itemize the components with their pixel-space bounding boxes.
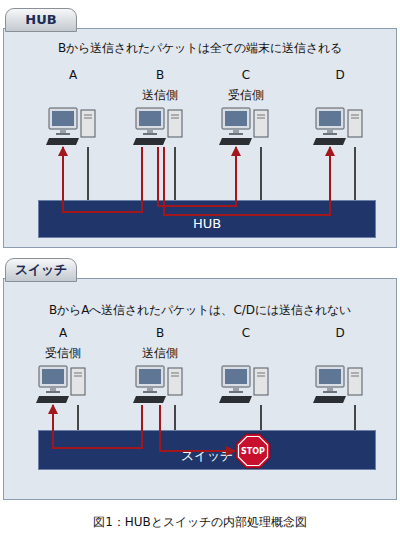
computer-icon (132, 107, 188, 147)
computer-icon (218, 107, 274, 147)
terminal-role: 受信側 (25, 343, 101, 363)
panel-tab: HUB (5, 8, 77, 32)
stop-text: STOP (235, 433, 271, 469)
terminal-labels: D (302, 323, 378, 365)
terminal-labels: C受信側 (208, 65, 284, 107)
panel-description: BからAへ送信されたパケットは、C/Dには送信されない (3, 302, 397, 318)
terminal-pc: D (312, 65, 368, 147)
terminal-role: 送信側 (122, 343, 198, 363)
terminal-pc: B送信側 (132, 65, 188, 147)
figure-caption: 図1：HUBとスイッチの内部処理概念図 (0, 514, 400, 530)
terminal-labels: D (302, 65, 378, 107)
terminal-name: A (25, 323, 101, 343)
terminal-pc: C (218, 323, 274, 405)
device-name: HUB (193, 216, 221, 232)
panel-tab: スイッチ (5, 258, 77, 282)
terminal-role: 送信側 (122, 85, 198, 105)
terminal-labels: B送信側 (122, 65, 198, 107)
terminal-pc: A (45, 65, 101, 147)
network-device-bar: HUB (38, 200, 376, 238)
computer-icon (132, 365, 188, 405)
terminal-name: D (302, 65, 378, 85)
terminal-pc: A受信側 (35, 323, 91, 405)
terminal-labels: A受信側 (25, 323, 101, 365)
computer-icon (218, 365, 274, 405)
device-panel: スイッチ BからAへ送信されたパケットは、C/Dには送信されない A受信側 B送信側 C… (3, 258, 397, 500)
terminal-labels: A (35, 65, 111, 107)
stop-sign: STOP (235, 433, 271, 469)
terminal-labels: B送信側 (122, 323, 198, 365)
computer-icon (45, 107, 101, 147)
computer-icon (312, 107, 368, 147)
terminal-pc: D (312, 323, 368, 405)
terminal-name: B (122, 65, 198, 85)
terminal-role: 受信側 (208, 85, 284, 105)
terminal-name: A (35, 65, 111, 85)
terminal-name: C (208, 65, 284, 85)
network-device-bar: スイッチSTOP (38, 430, 376, 470)
computer-icon (35, 365, 91, 405)
terminal-pc: B送信側 (132, 323, 188, 405)
terminal-labels: C (208, 323, 284, 365)
terminal-name: C (208, 323, 284, 343)
computer-icon (312, 365, 368, 405)
device-panel: HUBBから送信されたパケットは全ての端末に送信されるAB送信側C受信側DHUB (3, 8, 397, 248)
terminal-pc: C受信側 (218, 65, 274, 147)
device-name: スイッチ (181, 448, 233, 464)
terminal-name: B (122, 323, 198, 343)
terminal-name: D (302, 323, 378, 343)
panel-description: Bから送信されたパケットは全ての端末に送信される (3, 40, 397, 56)
